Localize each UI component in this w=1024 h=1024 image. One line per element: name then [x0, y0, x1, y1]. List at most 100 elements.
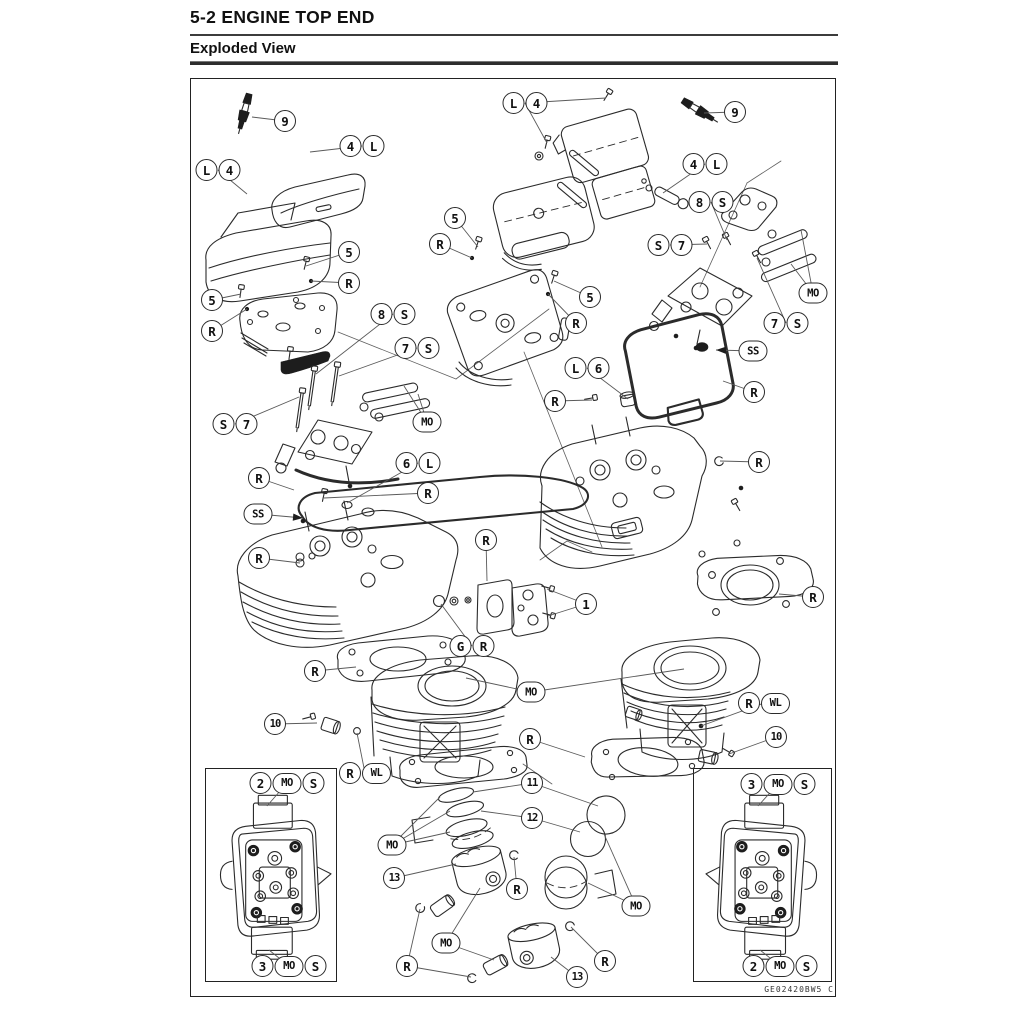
- callout-symbol: 7: [235, 413, 258, 435]
- callout-symbol: S: [793, 773, 816, 795]
- callout-symbol: 9: [724, 101, 746, 123]
- header-rule: [190, 34, 838, 36]
- callout-r: R: [338, 272, 360, 294]
- callout-symbol: MO: [763, 773, 793, 795]
- callout-symbol: 1: [575, 593, 597, 615]
- callout-symbol: 10: [765, 726, 787, 748]
- callout-r: R: [304, 660, 326, 682]
- callout-symbol: 2: [249, 772, 272, 794]
- callout-symbol: R: [248, 547, 270, 569]
- callout-symbol: 5: [201, 289, 223, 311]
- callout-symbol: R: [506, 878, 528, 900]
- callout-symbol: R: [594, 950, 616, 972]
- callout-ss: SS: [738, 340, 768, 362]
- callout-symbol: G: [449, 635, 472, 657]
- callout-symbol: L: [362, 135, 385, 157]
- callout-symbol: S: [302, 772, 325, 794]
- callout-symbol: S: [711, 191, 734, 213]
- callout-symbol: 8: [688, 191, 711, 213]
- callout-symbol: R: [396, 955, 418, 977]
- callout-5: 5: [201, 289, 223, 311]
- callout-mo: MO: [621, 895, 651, 917]
- callout-r: R: [248, 467, 270, 489]
- callout-symbol: WL: [362, 762, 391, 784]
- callout-symbol: 3: [740, 773, 763, 795]
- callout-9: 9: [724, 101, 746, 123]
- callout-r: R: [475, 529, 497, 551]
- page-title: 5-2 ENGINE TOP END: [190, 7, 375, 27]
- callout-9: 9: [274, 110, 296, 132]
- section-subtitle: Exploded View: [190, 40, 296, 57]
- section-rule: [190, 61, 838, 65]
- callout-r: R: [519, 728, 541, 750]
- callout-5: 5: [579, 286, 601, 308]
- callout-r: R: [506, 878, 528, 900]
- callout-symbol: R: [417, 482, 439, 504]
- callout-r: R: [565, 312, 587, 334]
- callout-symbol: R: [565, 312, 587, 334]
- callout-symbol: 12: [521, 807, 543, 829]
- callout-symbol: SS: [243, 503, 273, 525]
- callout-ss: SS: [243, 503, 273, 525]
- callout-symbol: L: [564, 357, 587, 379]
- callout-symbol: 3: [251, 955, 274, 977]
- inset-front-head-box: [205, 768, 337, 982]
- callout-r: R: [594, 950, 616, 972]
- callout-symbol: R: [472, 635, 495, 657]
- callout-r: R: [743, 381, 765, 403]
- callout-symbol: 4: [525, 92, 548, 114]
- diagram-border: [190, 78, 836, 997]
- callout-symbol: MO: [516, 681, 546, 703]
- callout-symbol: S: [647, 234, 670, 256]
- callout-symbol: 5: [444, 207, 466, 229]
- callout-symbol: WL: [761, 692, 790, 714]
- callout-symbol: R: [201, 320, 223, 342]
- callout-mo: MO: [377, 834, 407, 856]
- callout-11: 11: [521, 772, 543, 794]
- callout-symbol: MO: [621, 895, 651, 917]
- callout-symbol: SS: [738, 340, 768, 362]
- callout-r: R: [748, 451, 770, 473]
- callout-symbol: MO: [765, 955, 795, 977]
- callout-symbol: 4: [682, 153, 705, 175]
- callout-symbol: MO: [412, 411, 442, 433]
- callout-symbol: R: [339, 762, 361, 784]
- callout-5: 5: [338, 241, 360, 263]
- callout-symbol: 4: [218, 159, 241, 181]
- callout-symbol: S: [304, 955, 327, 977]
- callout-symbol: 5: [579, 286, 601, 308]
- callout-12: 12: [521, 807, 543, 829]
- callout-1: 1: [575, 593, 597, 615]
- callout-r: R: [396, 955, 418, 977]
- callout-symbol: 6: [395, 452, 418, 474]
- callout-r: R: [544, 390, 566, 412]
- callout-symbol: MO: [272, 772, 302, 794]
- callout-symbol: 7: [670, 234, 693, 256]
- callout-r: R: [201, 320, 223, 342]
- callout-symbol: S: [393, 303, 416, 325]
- callout-symbol: 2: [742, 955, 765, 977]
- callout-mo: MO: [516, 681, 546, 703]
- callout-r: R: [802, 586, 824, 608]
- callout-symbol: R: [802, 586, 824, 608]
- callout-symbol: R: [519, 728, 541, 750]
- callout-symbol: R: [304, 660, 326, 682]
- callout-symbol: 13: [383, 867, 405, 889]
- callout-symbol: 4: [339, 135, 362, 157]
- callout-symbol: MO: [377, 834, 407, 856]
- callout-symbol: 7: [763, 312, 786, 334]
- callout-symbol: L: [195, 159, 218, 181]
- callout-mo: MO: [412, 411, 442, 433]
